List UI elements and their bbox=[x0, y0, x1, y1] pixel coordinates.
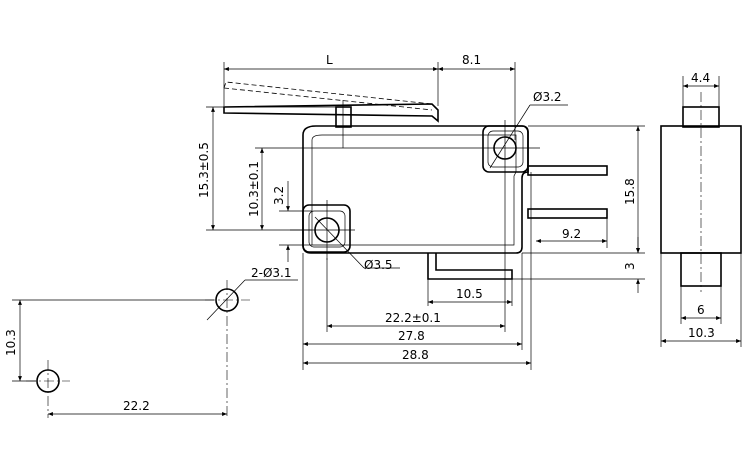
mount-boss-bottom bbox=[302, 204, 351, 253]
dim-terminal-width: 10.5 bbox=[456, 287, 483, 301]
dim-side-top: 4.4 bbox=[691, 71, 710, 85]
lever-outline bbox=[223, 103, 439, 123]
front-view bbox=[223, 81, 608, 280]
dim-terminal-length: 9.2 bbox=[562, 227, 581, 241]
front-dimensions: L 8.1 Ø3.2 15.3±0.5 10.3±0.1 3.2 Ø3.5 15… bbox=[197, 53, 645, 370]
terminal-middle bbox=[527, 208, 608, 219]
dim-L: L bbox=[326, 53, 333, 67]
dim-pcb-height: 10.3 bbox=[4, 329, 18, 356]
side-view: 4.4 6 10.3 bbox=[660, 71, 742, 347]
dim-hole-offset: 3.2 bbox=[272, 186, 286, 205]
dim-mount-hole-top: Ø3.2 bbox=[533, 90, 562, 104]
dim-lever-offset: 8.1 bbox=[462, 53, 481, 67]
plunger bbox=[335, 106, 352, 128]
dim-body-length: 27.8 bbox=[398, 329, 425, 343]
terminal-bottom bbox=[427, 253, 513, 280]
pcb-layout: 2-Ø3.1 10.3 22.2 bbox=[4, 266, 298, 418]
dim-body-height: 15.8 bbox=[623, 178, 637, 205]
dim-pcb-holes: 2-Ø3.1 bbox=[251, 266, 292, 280]
terminal-top bbox=[527, 165, 608, 176]
dim-overall-length: 28.8 bbox=[402, 348, 429, 362]
dim-hole-spacing: 22.2±0.1 bbox=[385, 311, 441, 325]
mount-boss-top bbox=[482, 125, 529, 173]
dim-terminal-depth: 3 bbox=[623, 262, 637, 270]
dim-lever-height: 15.3±0.5 bbox=[197, 142, 211, 198]
lever-dashed-position bbox=[223, 81, 433, 111]
dim-hole-height: 10.3±0.1 bbox=[247, 161, 261, 217]
dim-side-width: 10.3 bbox=[688, 326, 715, 340]
dim-mount-hole-bottom: Ø3.5 bbox=[364, 258, 393, 272]
dim-side-bottom: 6 bbox=[697, 303, 705, 317]
dim-pcb-spacing: 22.2 bbox=[123, 399, 150, 413]
